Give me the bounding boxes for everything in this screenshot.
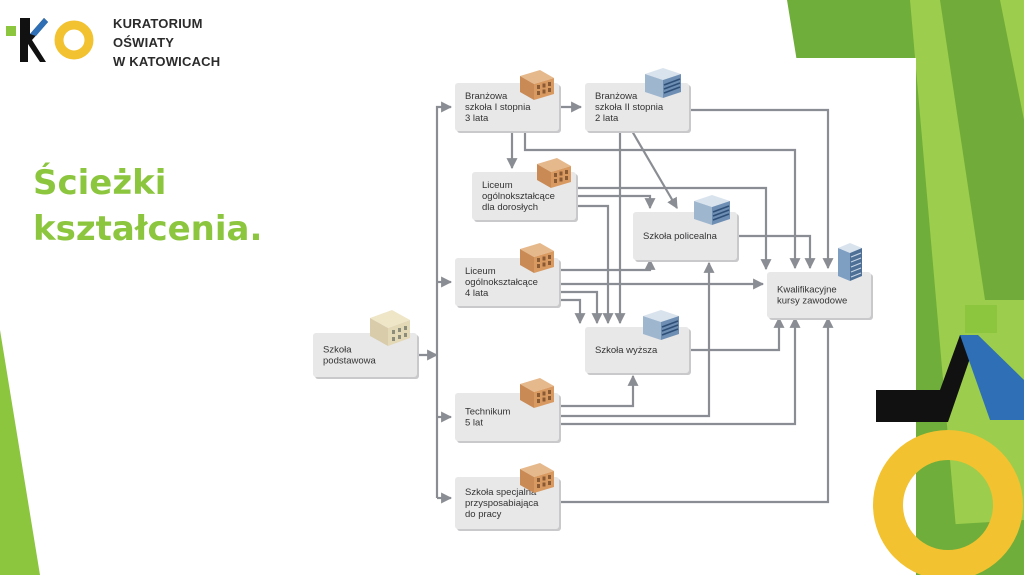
slide-title-line: kształcenia. [33, 209, 263, 249]
node-label: ogólnokształcące [465, 277, 538, 288]
logo-mark [6, 18, 94, 62]
office-building-icon [645, 68, 681, 98]
node-label: szkoła I stopnia [465, 102, 531, 113]
brick-building-icon [520, 378, 554, 408]
node-label: Kwalifikacyjne [777, 285, 837, 296]
tower-building-icon [838, 243, 862, 281]
node-label: Liceum [482, 180, 513, 191]
node-label: dla dorosłych [482, 202, 538, 213]
green-stripe-dark [940, 0, 1024, 300]
node-policealna: Szkoła policealna [633, 195, 739, 262]
node-label: Branżowa [465, 91, 508, 102]
slide-title-line: Ścieżki [33, 163, 167, 203]
node-label: Szkoła [323, 345, 352, 356]
flow-arrow [689, 108, 834, 270]
node-label: Szkoła wyższa [595, 345, 658, 356]
flow-arrow [689, 316, 785, 352]
organization-name-line: KURATORIUM [113, 16, 203, 31]
brick-building-icon [537, 158, 571, 188]
brick-building-icon [520, 463, 554, 493]
node-label: 5 lat [465, 418, 483, 429]
flow-arrow [523, 131, 801, 270]
node-label: 4 lata [465, 288, 489, 299]
node-label: Szkoła policealna [643, 231, 718, 242]
organization-name-line: OŚWIATY [113, 35, 175, 50]
flow-arrow [576, 186, 772, 271]
logo-mark-large [873, 305, 1024, 575]
node-box [767, 272, 871, 318]
node-label: szkoła II stopnia [595, 102, 664, 113]
brick-building-icon [520, 243, 554, 273]
node-label: ogólnokształcące [482, 191, 555, 202]
office-building-icon [643, 310, 679, 340]
node-label: Szkoła specjalna [465, 487, 537, 498]
flow-arrow [576, 194, 656, 210]
slide-title: Ścieżki kształcenia. [33, 160, 262, 252]
flow-arrow [559, 374, 639, 408]
node-label: przysposabiająca [465, 498, 539, 509]
node-label: Technikum [465, 407, 510, 418]
flow-arrow [631, 130, 678, 209]
node-label: kursy zawodowe [777, 296, 847, 307]
node-label: 2 lata [595, 113, 619, 124]
node-label: do pracy [465, 509, 502, 520]
node-label: Branżowa [595, 91, 638, 102]
flow-arrow [559, 316, 834, 504]
flow-arrow [559, 290, 603, 325]
organization-name-line: W KATOWICACH [113, 54, 221, 69]
green-stripe-left [0, 330, 40, 575]
flow-arrow [435, 101, 453, 498]
flow-arrow [559, 316, 801, 426]
brick-building-icon [520, 70, 554, 100]
flow-arrow [559, 298, 586, 325]
node-label: Liceum [465, 266, 496, 277]
flow-arrow [559, 258, 656, 272]
flow-arrow [559, 261, 715, 418]
organization-name: KURATORIUM OŚWIATY W KATOWICACH [113, 14, 220, 71]
node-label: 3 lata [465, 113, 489, 124]
diagram-arrows [417, 101, 834, 504]
school-building-icon [370, 310, 410, 346]
node-label: podstawowa [323, 356, 377, 367]
node-wyzsza: Szkoła wyższa [585, 310, 691, 375]
flow-arrow [737, 234, 816, 270]
office-building-icon [694, 195, 730, 225]
